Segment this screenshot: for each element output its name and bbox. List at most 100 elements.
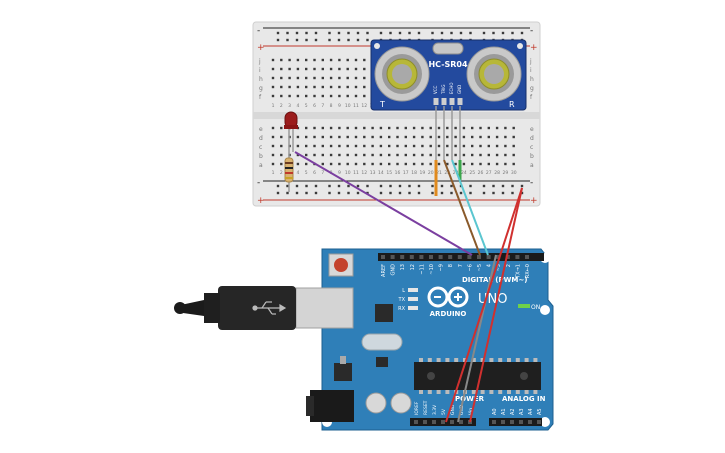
breadboard-hole — [329, 135, 333, 139]
rail-hole — [511, 184, 514, 188]
breadboard-hole — [388, 126, 391, 130]
reset-button[interactable] — [334, 258, 348, 272]
top-rail-minus-label-right: - — [530, 26, 533, 36]
column-number: 18 — [411, 170, 417, 176]
breadboard-hole — [487, 144, 490, 148]
header-pin — [438, 255, 443, 259]
breadboard-hole — [280, 144, 283, 148]
header-pin — [515, 255, 520, 259]
column-number: 14 — [378, 170, 384, 176]
breadboard-hole — [271, 135, 275, 139]
column-number: 5 — [305, 103, 308, 109]
digital-pin-label: RX←0 — [525, 264, 531, 278]
breadboard-hole — [429, 144, 432, 148]
breadboard-hole — [454, 144, 457, 148]
breadboard-hole — [487, 162, 490, 166]
sensor-pin — [449, 98, 455, 105]
breadboard-hole — [454, 153, 457, 157]
breadboard-hole — [280, 85, 283, 89]
chip-leg — [445, 390, 450, 394]
digital-pin-label: 4 — [487, 264, 493, 267]
breadboard-hole — [396, 144, 399, 148]
header-pin — [459, 420, 463, 424]
breadboard-hole — [280, 76, 283, 80]
breadboard-hole — [404, 126, 407, 130]
breadboard-hole — [354, 94, 358, 98]
breadboard-hole — [296, 94, 300, 98]
breadboard-hole — [280, 58, 283, 62]
rail-hole — [431, 184, 434, 188]
column-number: 1 — [272, 170, 275, 176]
breadboard-hole — [371, 126, 374, 130]
breadboard-hole — [379, 126, 383, 130]
chip-leg — [427, 358, 432, 362]
column-number: 6 — [313, 170, 316, 176]
rail-hole — [520, 191, 524, 195]
header-pin — [381, 255, 385, 259]
usb-cable[interactable] — [174, 286, 354, 330]
breadboard-hole — [404, 153, 407, 157]
breadboard-hole — [446, 135, 449, 139]
breadboard-hole — [296, 85, 300, 89]
rail-hole — [366, 31, 369, 35]
digital-pin-label: ~9 — [439, 264, 445, 271]
rail-hole — [347, 31, 350, 35]
arduino-model: UNO — [478, 292, 507, 307]
header-pin — [432, 420, 436, 424]
column-number: 30 — [511, 170, 517, 176]
rail-hole — [328, 38, 331, 42]
breadboard-hole — [388, 144, 391, 148]
breadboard-hole — [346, 144, 349, 148]
breadboard-hole — [329, 162, 333, 166]
breadboard-hole — [363, 67, 366, 71]
wire-cyan-trig-to-pin5[interactable] — [451, 159, 489, 256]
digital-pin-label: 12 — [410, 264, 416, 270]
chip-leg — [427, 390, 432, 394]
column-number: 25 — [469, 170, 475, 176]
power-label: POWER — [455, 395, 485, 403]
breadboard-hole — [338, 153, 341, 157]
row-letter: b — [259, 153, 263, 160]
small-chip — [376, 357, 388, 367]
wire-red-5v[interactable] — [445, 187, 523, 423]
wire-brown-echo-to-pin6[interactable] — [443, 159, 481, 256]
wire-purple-led-to-pin7[interactable] — [294, 151, 473, 256]
power-jack[interactable] — [310, 390, 354, 422]
breadboard-hole — [437, 153, 441, 157]
red-led[interactable] — [284, 111, 298, 152]
breadboard-hole — [338, 162, 341, 166]
column-number: 22 — [444, 170, 450, 176]
breadboard-hole — [487, 153, 490, 157]
breadboard-hole — [271, 76, 275, 80]
top-rail-minus-label: - — [257, 26, 260, 36]
breadboard-hole — [280, 94, 283, 98]
resistor[interactable] — [284, 140, 294, 192]
digital-pin-label: TX→1 — [515, 264, 521, 279]
chip-leg — [419, 358, 423, 362]
digital-pin-label: GND — [391, 264, 397, 276]
column-number: 4 — [296, 170, 299, 176]
breadboard-hole — [321, 58, 324, 62]
breadboard-hole — [446, 162, 449, 166]
rail-hole — [347, 184, 350, 188]
rail-hole — [398, 31, 402, 35]
breadboard-hole — [354, 67, 358, 71]
breadboard-hole — [321, 94, 324, 98]
board-led — [408, 306, 418, 310]
rail-hole — [286, 31, 289, 35]
rail-hole — [398, 191, 402, 195]
rail-hole — [501, 31, 505, 35]
wire-grey-gnd[interactable] — [457, 254, 497, 423]
row-letter: g — [259, 85, 263, 92]
breadboard-hole — [396, 135, 399, 139]
breadboard-hole — [321, 135, 324, 139]
breadboard-hole — [429, 153, 432, 157]
breadboard-hole — [379, 162, 383, 166]
breadboard-hole — [446, 153, 449, 157]
chip-leg — [436, 358, 441, 362]
breadboard-hole — [338, 126, 341, 130]
bottom-rail-plus-label-right: + — [530, 196, 538, 206]
wire-red-5v-b[interactable] — [469, 187, 523, 423]
